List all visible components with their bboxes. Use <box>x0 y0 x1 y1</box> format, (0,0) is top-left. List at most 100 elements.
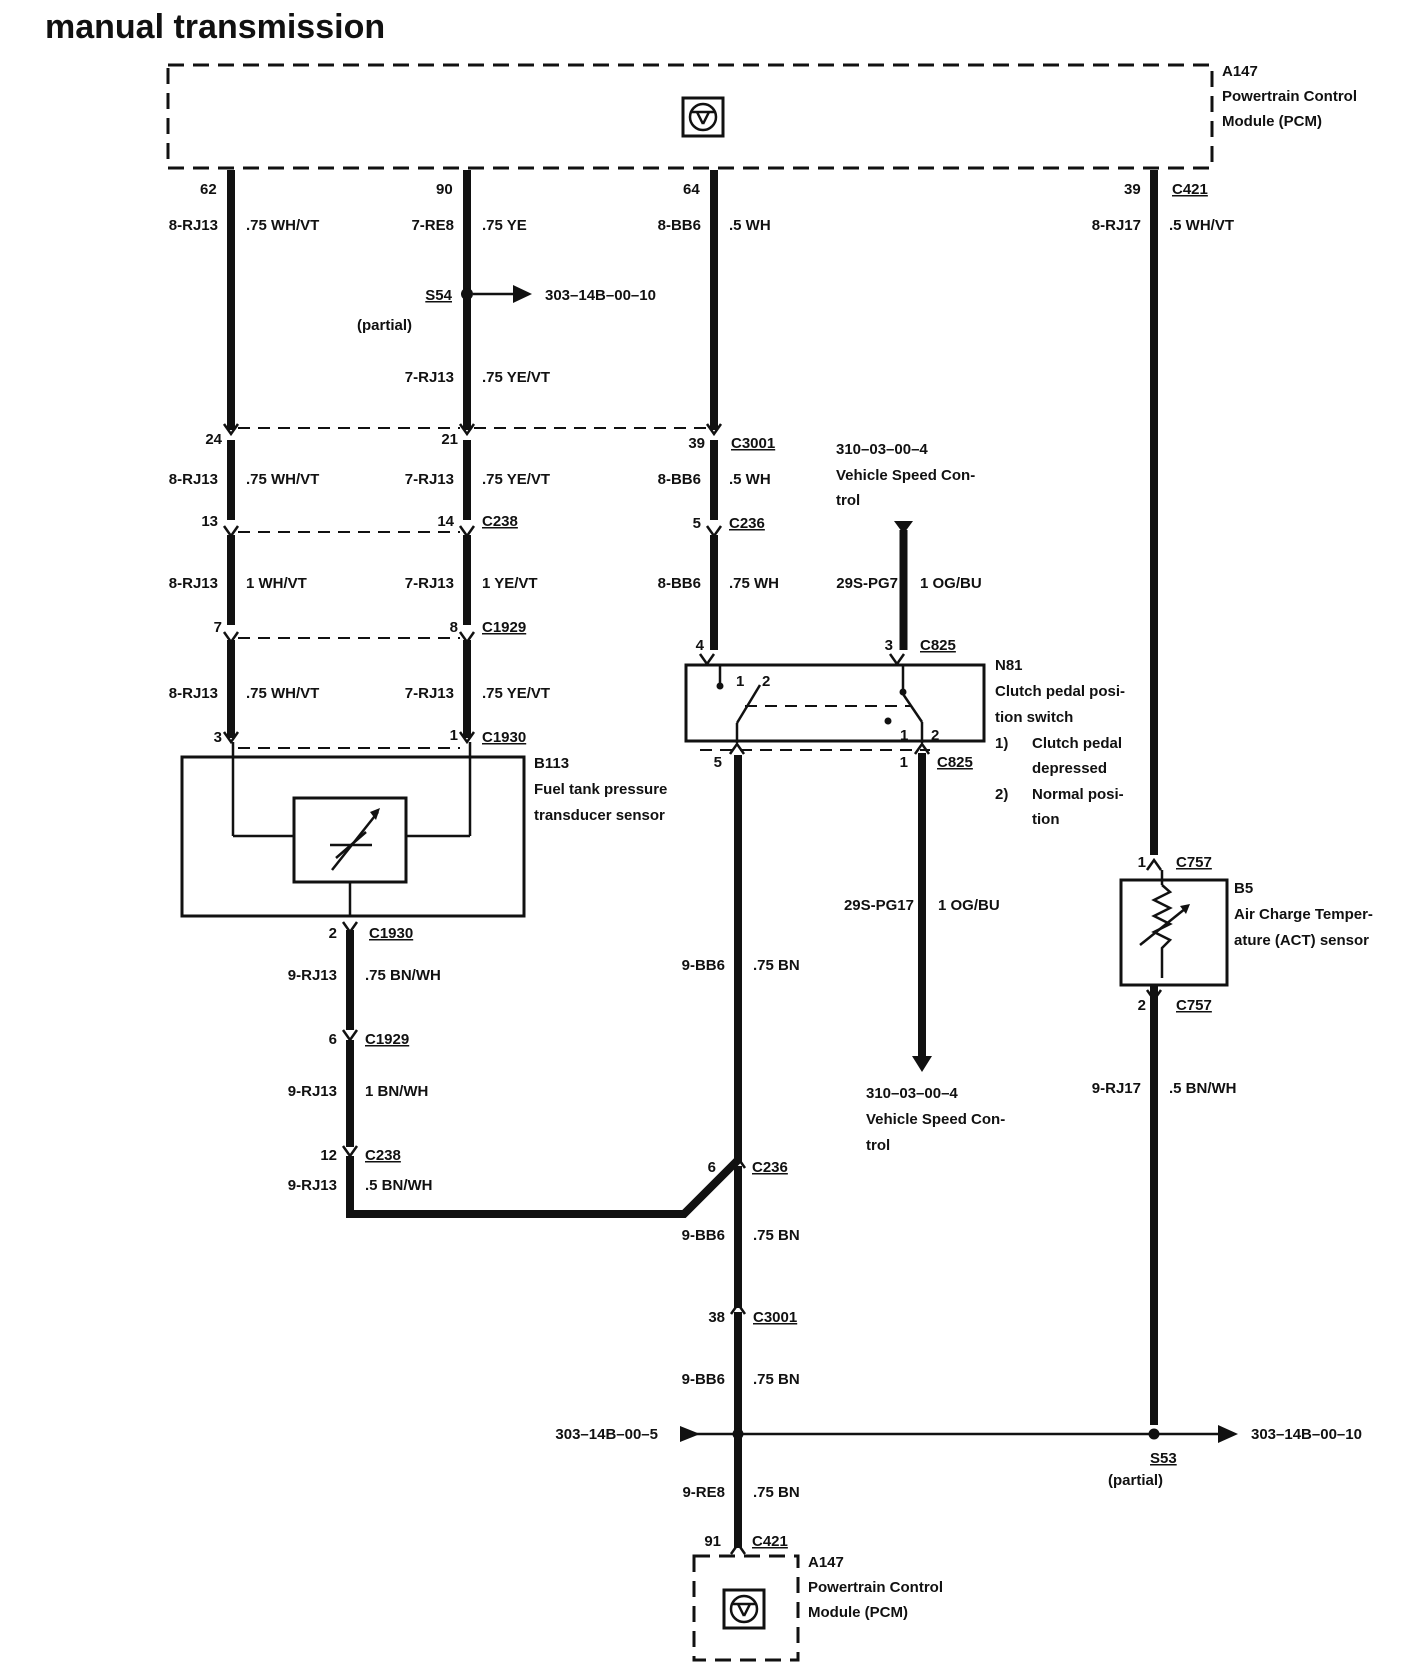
w2-c3001-circuit: 7-RJ13 <box>405 471 454 488</box>
c757-bot-pin-2: 2 <box>1138 997 1146 1014</box>
c3001-pin-39: 39 <box>688 435 705 452</box>
b113-name-2: transducer sensor <box>534 807 665 824</box>
pcm-bottom-name-2: Module (PCM) <box>808 1604 908 1621</box>
c825-bot-id: C825 <box>937 754 973 771</box>
w1-c3001-spec: .75 WH/VT <box>246 471 319 488</box>
wpg7-circuit: 29S-PG7 <box>836 575 898 592</box>
wpg17-circuit: 29S-PG17 <box>844 897 914 914</box>
c238-pin-13: 13 <box>201 513 218 530</box>
c825-top-id: C825 <box>920 637 956 654</box>
c3001-bot-id: C3001 <box>753 1309 797 1326</box>
n81-item-1-line-2: depressed <box>1032 760 1107 777</box>
pcm-top-name-2: Module (PCM) <box>1222 113 1322 130</box>
pcm-top-id: A147 <box>1222 63 1258 80</box>
c1930-pin-3: 3 <box>214 729 222 746</box>
c236-bot-id: C236 <box>752 1159 788 1176</box>
connector-c421-top: C421 <box>1172 181 1208 198</box>
page-title: manual transmission <box>45 8 385 46</box>
c1929-pin-7: 7 <box>214 619 222 636</box>
wpg17-spec: 1 OG/BU <box>938 897 1000 914</box>
n81-item-2-line-1: Normal posi- <box>1032 786 1124 803</box>
w3-top-circuit: 8-BB6 <box>658 217 701 234</box>
c1929-bot-pin-6: 6 <box>329 1031 337 1048</box>
pcm-bottom-module <box>692 1554 800 1662</box>
w3-c236-circuit: 8-BB6 <box>658 575 701 592</box>
connector-c1929-top <box>222 631 476 645</box>
wire-pg17 <box>912 753 932 1072</box>
w4-top-spec: .5 WH/VT <box>1169 217 1234 234</box>
w2-top-circuit: 7-RE8 <box>411 217 454 234</box>
c238-pin-14: 14 <box>437 513 454 530</box>
vsc-bot-line-1: Vehicle Speed Con- <box>866 1111 1005 1128</box>
b5-name-2: ature (ACT) sensor <box>1234 932 1369 949</box>
splice-s54 <box>461 285 532 303</box>
pcm-top-icon <box>681 96 725 138</box>
w3-top-spec: .5 WH <box>729 217 771 234</box>
wbn-c-spec: .5 BN/WH <box>365 1177 433 1194</box>
wrj17-spec: .5 BN/WH <box>1169 1080 1237 1097</box>
c825-bot-pin-1: 1 <box>900 754 908 771</box>
c3001-bot-pin-38: 38 <box>708 1309 725 1326</box>
c825-top-pin-3: 3 <box>885 637 893 654</box>
pcm-top-module: A147 Powertrain Control Module (PCM) <box>166 63 1357 170</box>
w1-c1929-circuit: 8-RJ13 <box>169 685 218 702</box>
vsc-top-line-1: Vehicle Speed Con- <box>836 467 975 484</box>
n81-name-2: tion switch <box>995 709 1073 726</box>
wre8-circuit: 9-RE8 <box>682 1484 725 1501</box>
wrj17-circuit: 9-RJ17 <box>1092 1080 1141 1097</box>
wire-bn-wh <box>341 921 741 1218</box>
c238-bot-id: C238 <box>365 1147 401 1164</box>
wbn-a-spec: .75 BN/WH <box>365 967 441 984</box>
sensor-b5 <box>1119 857 1229 1003</box>
vsc-top-line-2: trol <box>836 492 860 509</box>
n81-name-1: Clutch pedal posi- <box>995 683 1125 700</box>
wbn-b-circuit: 9-RJ13 <box>288 1083 337 1100</box>
pin-62: 62 <box>200 181 217 198</box>
sensor-b113 <box>180 731 526 918</box>
w3-c3001-circuit: 8-BB6 <box>658 471 701 488</box>
pcm-bottom-name-1: Powertrain Control <box>808 1579 943 1596</box>
w1-c1929-spec: .75 WH/VT <box>246 685 319 702</box>
c1930-pin-1: 1 <box>450 727 458 744</box>
wbn-a-circuit: 9-RJ13 <box>288 967 337 984</box>
w4-top-circuit: 8-RJ17 <box>1092 217 1141 234</box>
clutch-switch-n81 <box>684 653 986 751</box>
c757-bot-id: C757 <box>1176 997 1212 1014</box>
w2-c3001-spec: .75 YE/VT <box>482 471 550 488</box>
c3001-pin-21: 21 <box>441 431 458 448</box>
w1-top-spec: .75 WH/VT <box>246 217 319 234</box>
c238-bot-pin-12: 12 <box>320 1147 337 1164</box>
wbn-c-circuit: 9-RJ13 <box>288 1177 337 1194</box>
w3-c236-spec: .75 WH <box>729 575 779 592</box>
n81-switch-pin-1b: 1 <box>900 727 908 744</box>
w2-mid-circuit: 7-RJ13 <box>405 369 454 386</box>
pcm-bottom-icon <box>722 1588 766 1630</box>
c421-bot-id: C421 <box>752 1533 788 1550</box>
wbb6-b-spec: .75 BN <box>753 1227 800 1244</box>
c1930-bot-pin-2: 2 <box>329 925 337 942</box>
wpg7-spec: 1 OG/BU <box>920 575 982 592</box>
c1930-bot-id: C1930 <box>369 925 413 942</box>
c236-pin-5: 5 <box>693 515 701 532</box>
w2-c1929-spec: .75 YE/VT <box>482 685 550 702</box>
wire-pg7 <box>894 521 913 650</box>
w2-c1929-circuit: 7-RJ13 <box>405 685 454 702</box>
w2-top-spec: .75 YE <box>482 217 527 234</box>
c1929-bot-id: C1929 <box>365 1031 409 1048</box>
pin-90: 90 <box>436 181 453 198</box>
b113-id: B113 <box>534 755 569 772</box>
w1-c3001-circuit: 8-RJ13 <box>169 471 218 488</box>
wbb6-a-spec: .75 BN <box>753 957 800 974</box>
c3001-top-id: C3001 <box>731 435 775 452</box>
splice-s54-note: (partial) <box>357 317 412 334</box>
pcm-top-name-1: Powertrain Control <box>1222 88 1357 105</box>
w1-top-circuit: 8-RJ13 <box>169 217 218 234</box>
n81-item-1-num: 1) <box>995 735 1008 752</box>
c236-top-id: C236 <box>729 515 765 532</box>
n81-item-2-line-2: tion <box>1032 811 1060 828</box>
n81-id: N81 <box>995 657 1023 674</box>
wbb6-c-spec: .75 BN <box>753 1371 800 1388</box>
n81-item-2-num: 2) <box>995 786 1008 803</box>
splice-s54-id: S54 <box>425 287 452 304</box>
wbb6-a-circuit: 9-BB6 <box>682 957 725 974</box>
